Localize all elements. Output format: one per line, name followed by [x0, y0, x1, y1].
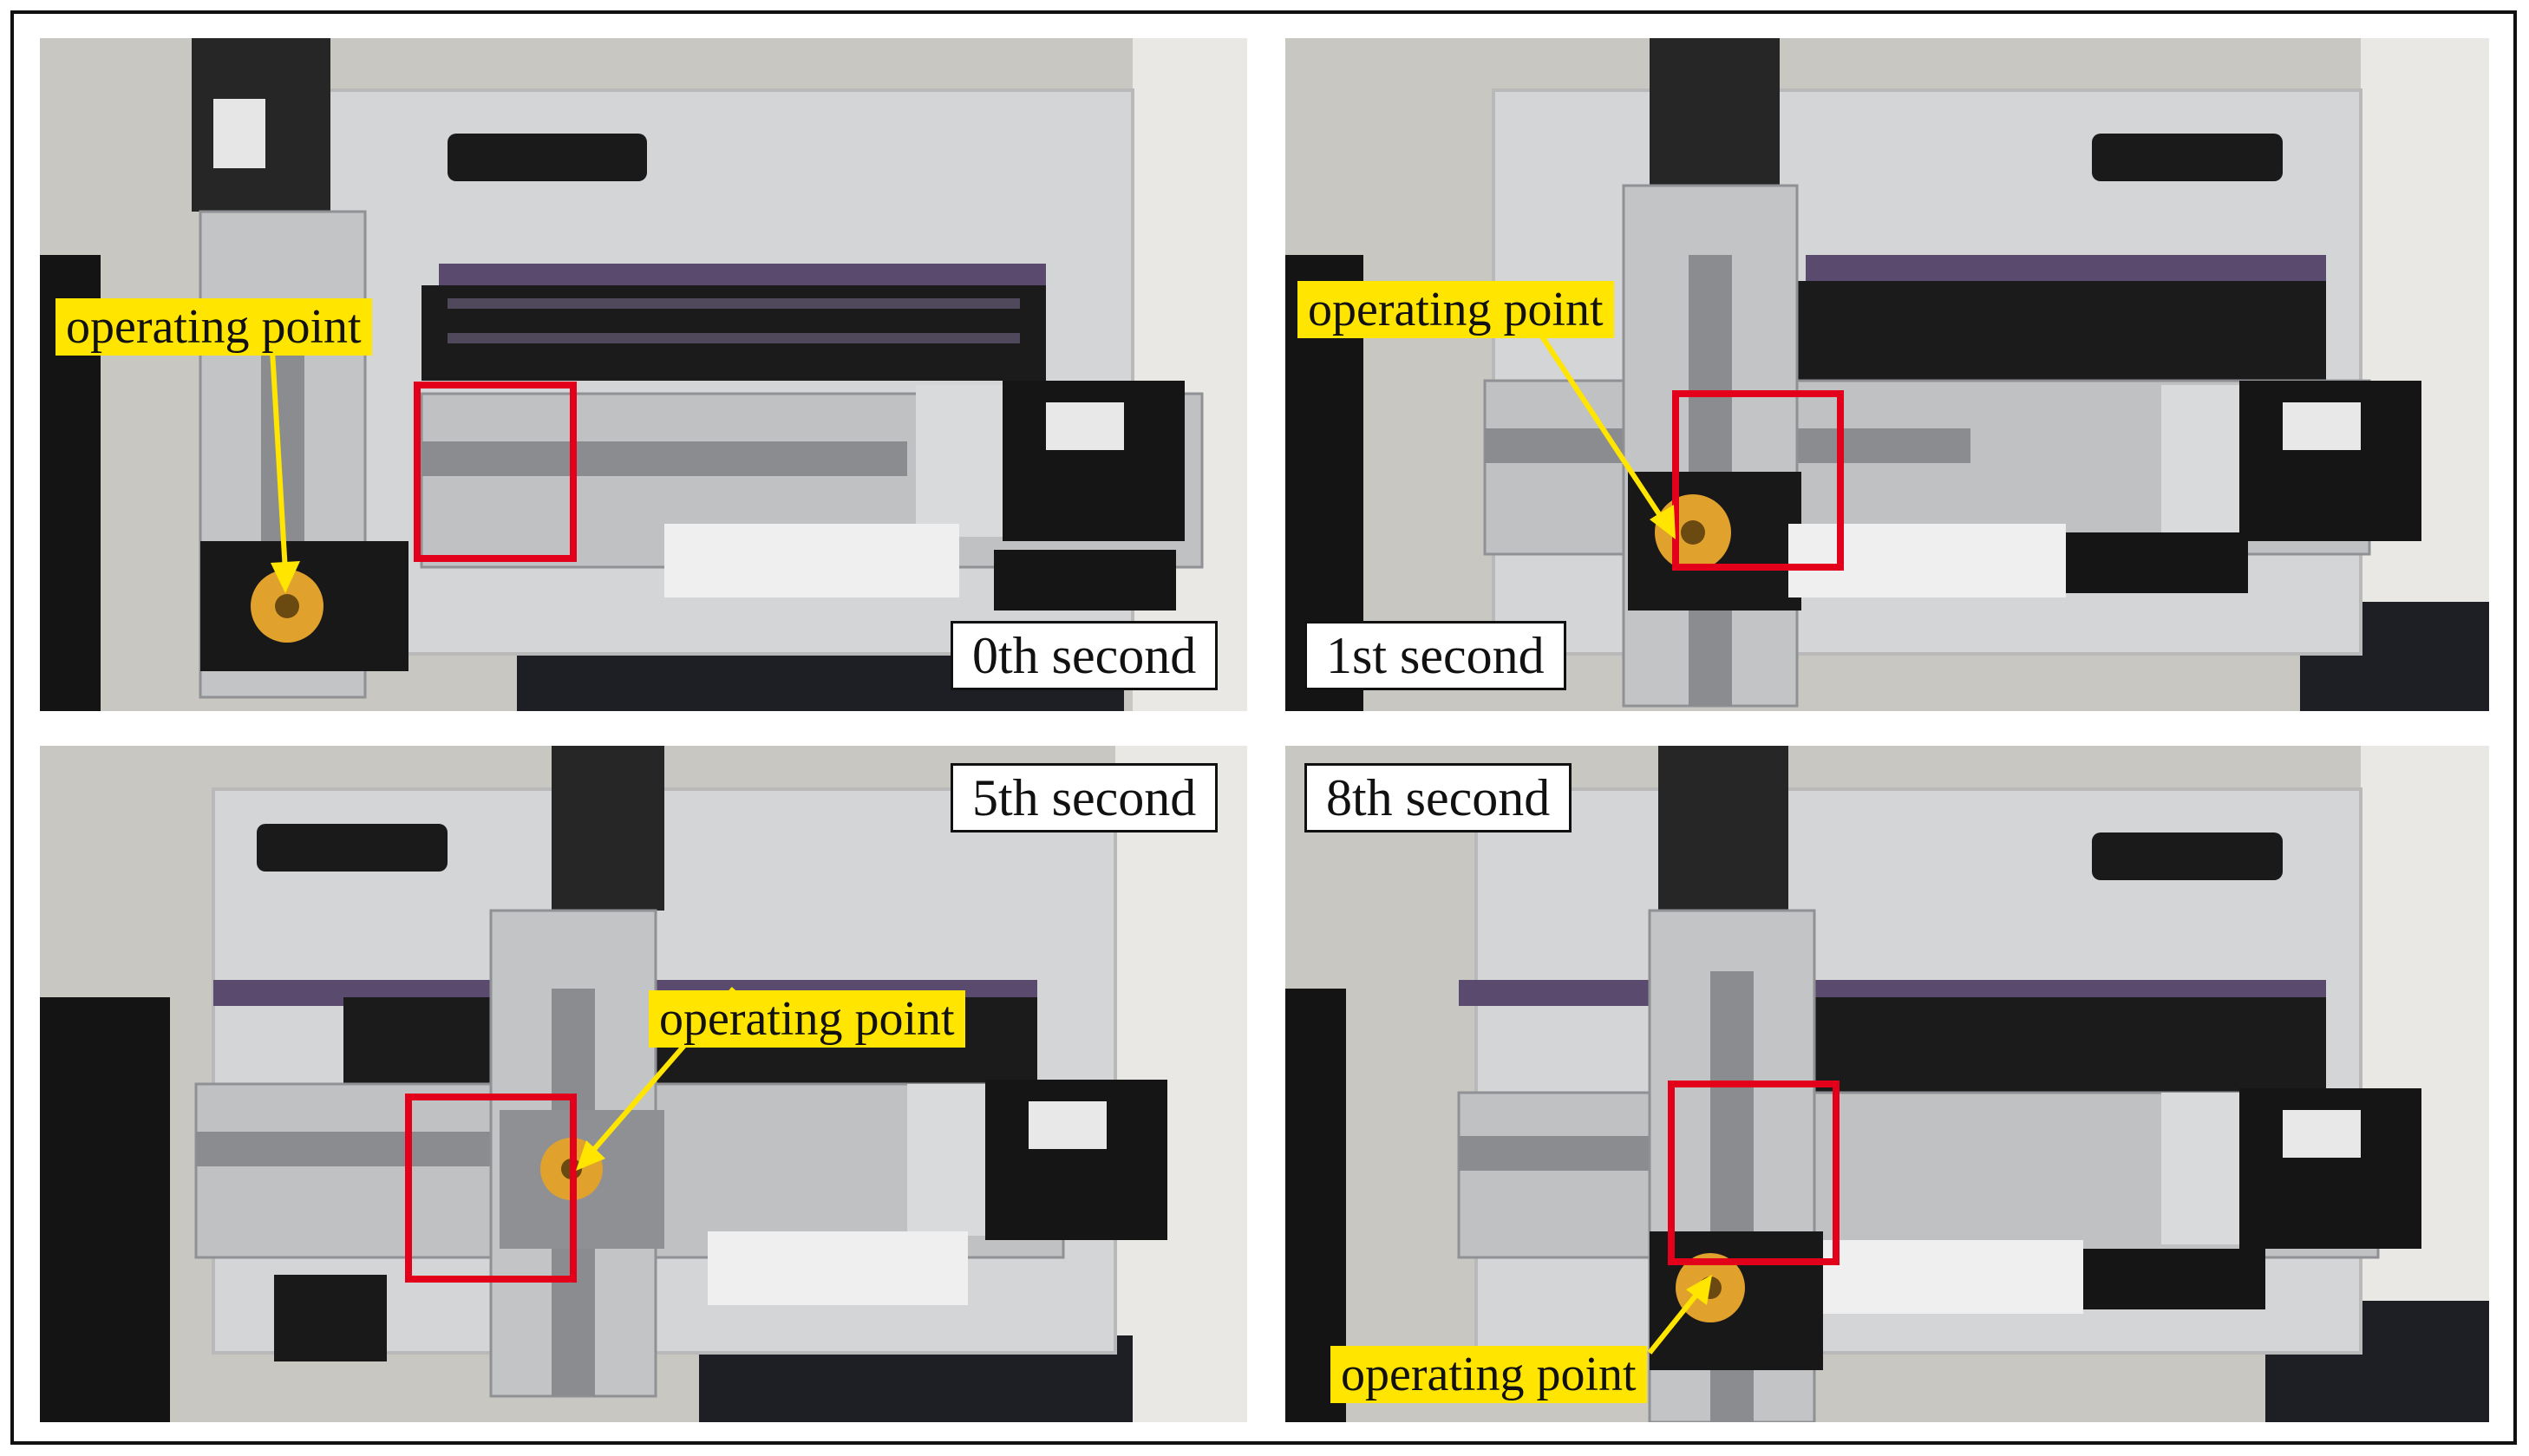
marker-arrow	[1647, 1289, 1702, 1355]
xy-stage-photo	[1285, 746, 2489, 1422]
time-label: 1st second	[1304, 621, 1566, 690]
annotation-overlay	[1534, 327, 1844, 571]
photo-panel-0th-second: operating point 0th second	[40, 38, 1247, 711]
marker-arrow	[270, 349, 288, 572]
operating-point-label: operating point	[1297, 281, 1614, 338]
photo-panel-5th-second: operating point 5th second	[40, 746, 1247, 1422]
xy-stage-photo	[1285, 38, 2489, 711]
time-label: 0th second	[951, 621, 1219, 690]
annotation-overlay	[1647, 1081, 1840, 1355]
operating-point-label: operating point	[649, 990, 965, 1048]
annotation-overlay	[270, 349, 577, 593]
highlight-box	[1672, 390, 1844, 571]
operating-point-label: operating point	[1330, 1346, 1647, 1403]
annotation-overlay	[405, 987, 736, 1283]
time-label: 5th second	[951, 763, 1219, 832]
xy-stage-photo	[40, 746, 1247, 1422]
operating-point-label: operating point	[56, 298, 372, 356]
highlight-box	[1668, 1081, 1840, 1265]
xy-stage-photo	[40, 38, 1247, 711]
marker-arrow	[1534, 327, 1665, 521]
highlight-box	[414, 382, 577, 562]
highlight-box	[405, 1094, 577, 1283]
photo-panel-1st-second: operating point 1st second	[1285, 38, 2489, 711]
photo-panel-8th-second: operating point 8th second	[1285, 746, 2489, 1422]
time-label: 8th second	[1304, 763, 1572, 832]
